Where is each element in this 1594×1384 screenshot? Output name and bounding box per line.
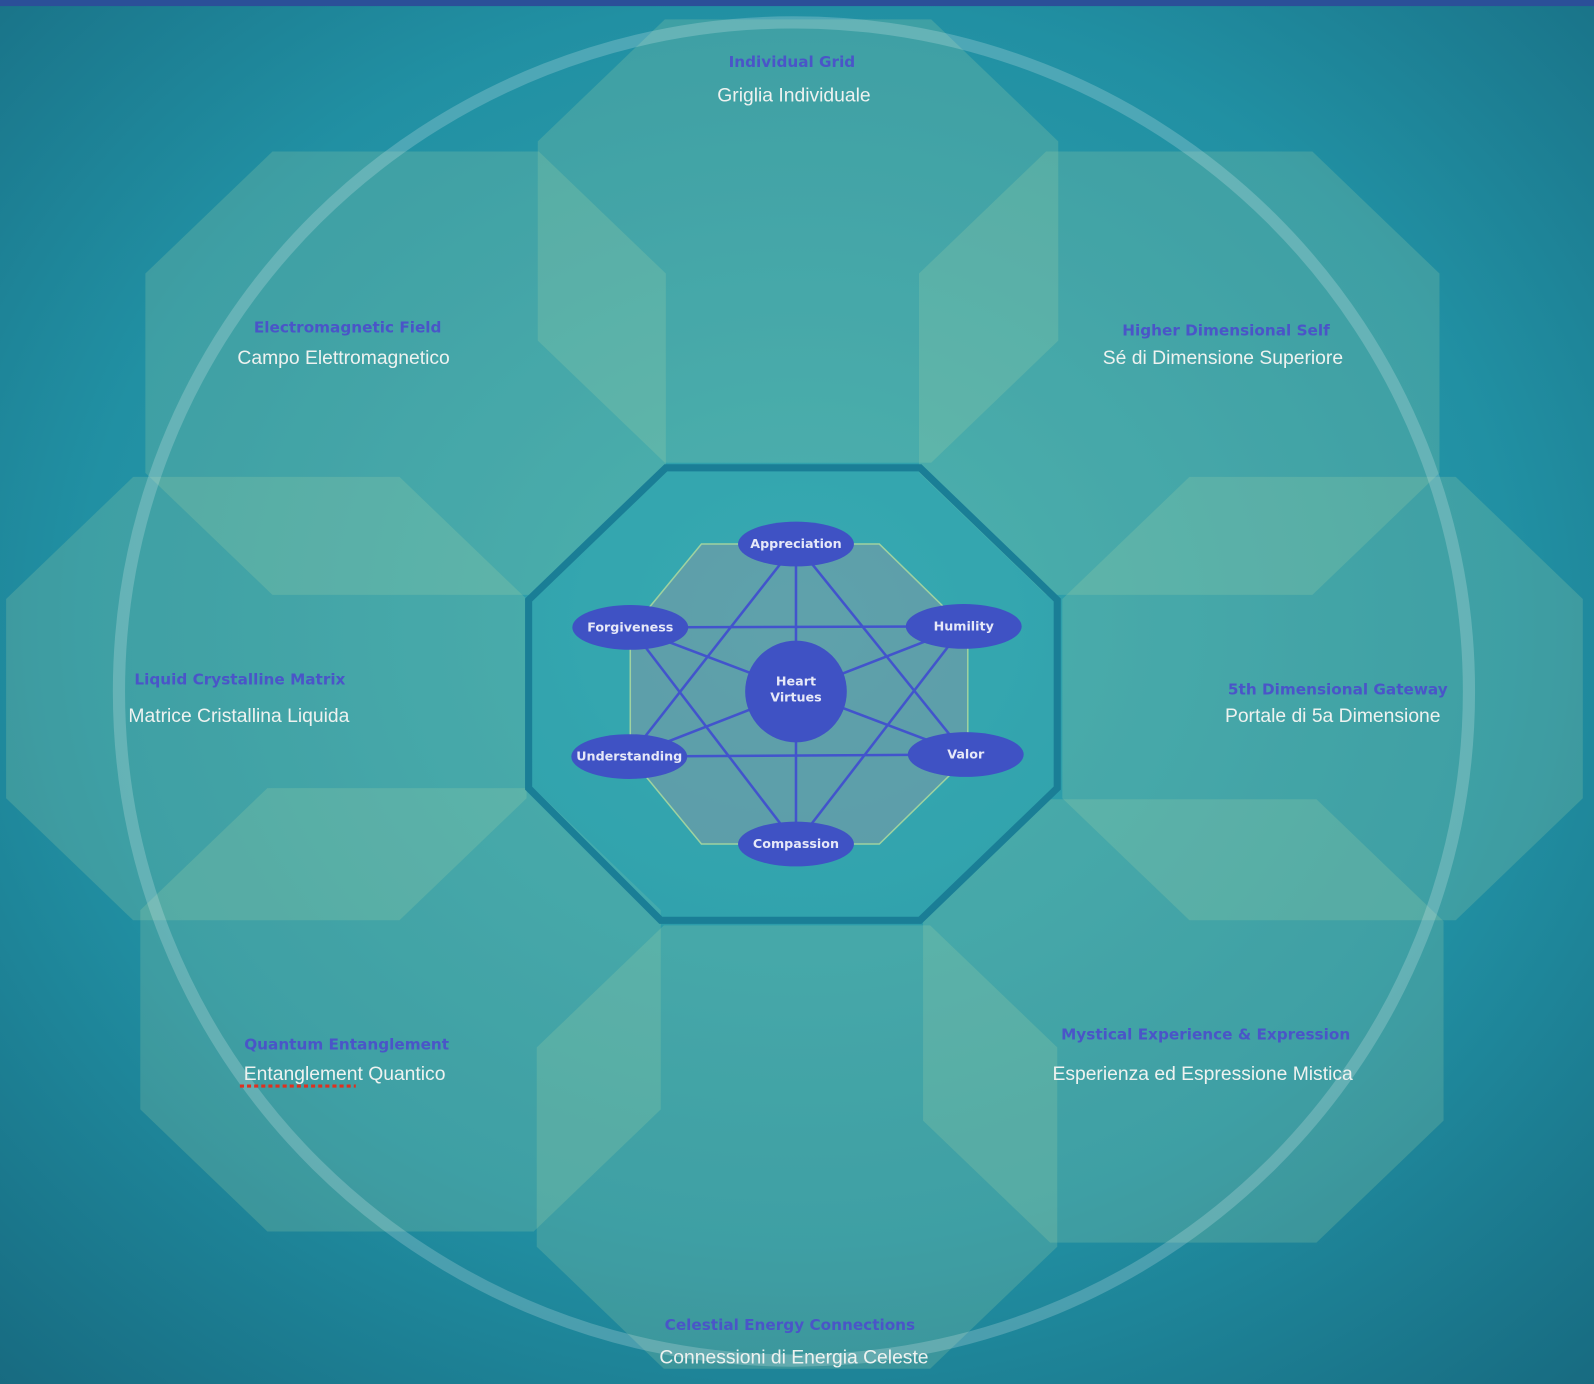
virtue-connector — [794, 625, 965, 845]
heart-virtues-label-2: Virtues — [770, 690, 821, 705]
region-octagon — [140, 788, 661, 1232]
region-title-en: 5th Dimensional Gateway — [1228, 681, 1448, 699]
region-title-it: Entanglement Quantico — [244, 1064, 446, 1085]
region-title-en: Electromagnetic Field — [254, 319, 442, 337]
virtue-node[interactable] — [572, 605, 689, 650]
virtue-connector — [629, 626, 797, 845]
region-octagon — [6, 476, 527, 921]
region-title-en: Liquid Crystalline Matrix — [134, 670, 345, 688]
region-title-it: Campo Elettromagnetico — [237, 348, 449, 369]
virtue-label: Forgiveness — [587, 619, 673, 634]
region-octagon — [918, 151, 1440, 595]
heart-virtues-node[interactable] — [745, 640, 847, 743]
region-octagon — [923, 799, 1444, 1243]
virtue-node[interactable] — [738, 521, 854, 567]
virtue-node[interactable] — [905, 604, 1022, 649]
virtue-connector — [794, 543, 967, 756]
region-title-it: Sé di Dimensione Superiore — [1103, 348, 1343, 369]
region-title-en: Quantum Entanglement — [244, 1035, 449, 1053]
region-title-it: Matrice Cristallina Liquida — [128, 706, 349, 727]
region-title-it: Griglia Individuale — [717, 86, 870, 107]
virtue-label: Humility — [934, 618, 995, 633]
region-title-en: Individual Grid — [729, 53, 856, 71]
virtue-node[interactable] — [907, 732, 1024, 777]
virtue-label: Appreciation — [750, 536, 841, 551]
top-border — [0, 0, 1594, 7]
region-octagon — [1062, 476, 1583, 921]
region-octagon — [537, 19, 1059, 463]
outer-ring — [112, 16, 1476, 1367]
virtue-label: Compassion — [753, 836, 839, 851]
virtue-node[interactable] — [571, 734, 688, 779]
region-title-it: Connessioni di Energia Celeste — [659, 1348, 928, 1369]
region-title-it: Esperienza ed Espressione Mistica — [1052, 1064, 1353, 1085]
region-title-en: Higher Dimensional Self — [1122, 322, 1330, 340]
region-octagon — [536, 925, 1058, 1369]
region-title-en: Mystical Experience & Expression — [1061, 1025, 1350, 1043]
heart-virtues-label-1: Heart — [776, 673, 816, 688]
region-title-it: Portale di 5a Dimensione — [1225, 706, 1441, 727]
region-title-en: Celestial Energy Connections — [665, 1316, 915, 1334]
virtue-node[interactable] — [738, 821, 854, 867]
virtue-connector — [628, 543, 797, 758]
virtue-label: Understanding — [576, 749, 682, 764]
region-octagon — [145, 151, 666, 595]
virtue-label: Valor — [947, 747, 985, 762]
